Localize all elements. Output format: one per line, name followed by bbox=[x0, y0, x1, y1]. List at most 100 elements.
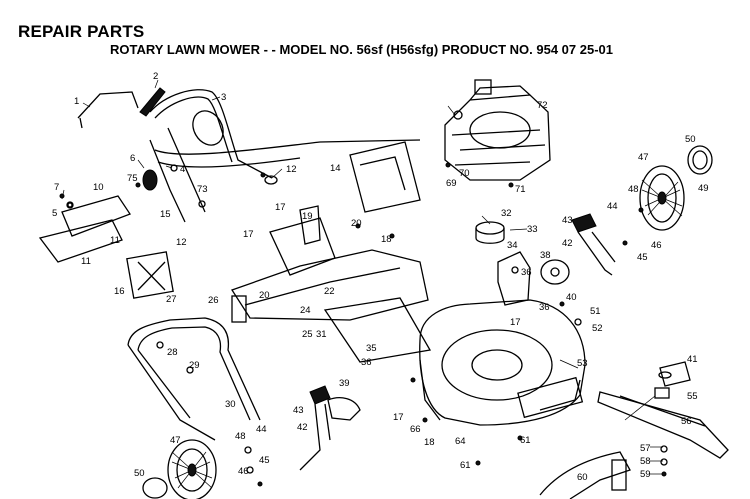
callout: 60 bbox=[577, 472, 588, 483]
callout: 44 bbox=[607, 201, 618, 212]
upper-handle bbox=[149, 89, 273, 179]
lower-handle-right bbox=[167, 127, 206, 213]
callout: 39 bbox=[339, 378, 350, 389]
engine bbox=[444, 79, 551, 181]
callout: 38 bbox=[540, 250, 551, 261]
callout: 20 bbox=[259, 290, 270, 301]
grass-deflector-bracket bbox=[38, 195, 131, 263]
callout: 7 bbox=[54, 182, 59, 193]
callout: 30 bbox=[225, 399, 236, 410]
callout: 45 bbox=[259, 455, 270, 466]
lower-handle-left bbox=[149, 139, 186, 223]
height-adjuster-front bbox=[540, 213, 616, 285]
throttle-bracket bbox=[497, 251, 531, 306]
callout: 40 bbox=[566, 292, 577, 303]
callout: 46 bbox=[651, 240, 662, 251]
callout: 36 bbox=[521, 267, 532, 278]
callout: 61 bbox=[460, 460, 471, 471]
callout: 48 bbox=[235, 431, 246, 442]
callout: 17 bbox=[243, 229, 254, 240]
rear-wheel bbox=[167, 439, 217, 499]
callout: 45 bbox=[637, 252, 648, 263]
callout: 29 bbox=[189, 360, 200, 371]
callout: 27 bbox=[166, 294, 177, 305]
engine-pulley bbox=[475, 221, 505, 244]
callout: 15 bbox=[160, 209, 171, 220]
callout: 70 bbox=[459, 168, 470, 179]
height-adjuster-rear bbox=[299, 385, 361, 471]
callout: 18 bbox=[381, 234, 392, 245]
callout: 42 bbox=[562, 238, 573, 249]
callout: 10 bbox=[93, 182, 104, 193]
handle-grip bbox=[139, 87, 166, 117]
callout: 17 bbox=[275, 202, 286, 213]
callout: 26 bbox=[208, 295, 219, 306]
callout: 61 bbox=[520, 435, 531, 446]
callout: 55 bbox=[687, 391, 698, 402]
front-hubcap bbox=[687, 145, 713, 175]
callout: 42 bbox=[297, 422, 308, 433]
callout: 36 bbox=[539, 302, 550, 313]
callout: 11 bbox=[81, 256, 91, 267]
callout: 58 bbox=[640, 456, 651, 467]
callout: 22 bbox=[324, 286, 335, 297]
grass-bag bbox=[323, 141, 432, 363]
callout: 47 bbox=[170, 435, 181, 446]
callout: 35 bbox=[366, 343, 377, 354]
control-bail bbox=[77, 91, 139, 119]
blade-adapter bbox=[658, 361, 691, 387]
callout: 17 bbox=[510, 317, 521, 328]
callout: 50 bbox=[685, 134, 696, 145]
mower-deck bbox=[419, 299, 586, 426]
rear-hubcap bbox=[142, 477, 168, 499]
engine-control-lever bbox=[192, 110, 224, 146]
callout: 24 bbox=[300, 305, 311, 316]
callout: 71 bbox=[515, 184, 526, 195]
callout: 16 bbox=[114, 286, 125, 297]
handle-assembly bbox=[77, 87, 421, 223]
callout: 33 bbox=[527, 224, 538, 235]
callout: 56 bbox=[681, 416, 692, 427]
callout: 34 bbox=[507, 240, 518, 251]
callout: 43 bbox=[293, 405, 304, 416]
page-title: REPAIR PARTS bbox=[18, 22, 145, 41]
callout: 12 bbox=[176, 237, 187, 248]
callout: 14 bbox=[330, 163, 341, 174]
callout: 1 bbox=[74, 96, 79, 107]
callout: 20 bbox=[351, 218, 362, 229]
callout: 28 bbox=[167, 347, 178, 358]
callout: 47 bbox=[638, 152, 649, 163]
callout: 18 bbox=[424, 437, 435, 448]
rear-handle-frame bbox=[127, 317, 261, 441]
rear-deflector bbox=[231, 205, 429, 323]
callout: 25 bbox=[302, 329, 313, 340]
callout: 5 bbox=[52, 208, 57, 219]
callout: 44 bbox=[256, 424, 267, 435]
hardware-fasteners bbox=[59, 162, 668, 487]
callout: 36 bbox=[361, 357, 372, 368]
callout: 31 bbox=[316, 329, 327, 340]
callout: 48 bbox=[628, 184, 639, 195]
callout: 59 bbox=[640, 469, 651, 480]
callout: 43 bbox=[562, 215, 573, 226]
callout: 11 bbox=[110, 235, 120, 246]
callout: 66 bbox=[410, 424, 421, 435]
callout: 17 bbox=[393, 412, 404, 423]
callout: 2 bbox=[153, 71, 158, 82]
callout: 50 bbox=[134, 468, 145, 479]
callout: 19 bbox=[302, 211, 313, 222]
callout: 6 bbox=[130, 153, 135, 164]
callout: 32 bbox=[501, 208, 512, 219]
callout: 3 bbox=[221, 92, 226, 103]
callout: 64 bbox=[455, 436, 466, 447]
callout: 72 bbox=[537, 100, 548, 111]
callout: 73 bbox=[197, 184, 208, 195]
callout: 75 bbox=[127, 173, 138, 184]
upper-handle-inner bbox=[154, 96, 233, 163]
callout: 51 bbox=[590, 306, 601, 317]
rear-skirt bbox=[539, 451, 631, 499]
mower-blade bbox=[597, 387, 729, 459]
front-wheel bbox=[639, 165, 685, 231]
callout: 4 bbox=[180, 164, 185, 175]
